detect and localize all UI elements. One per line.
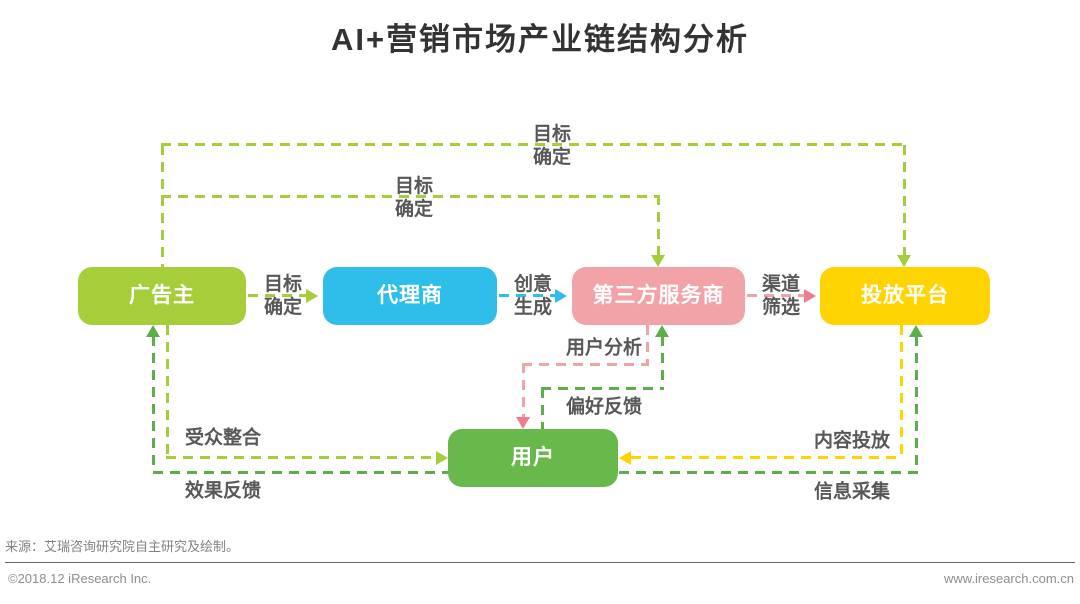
footer-divider bbox=[5, 562, 1075, 563]
line-goal-outer-horizontal bbox=[161, 143, 906, 146]
node-platform: 投放平台 bbox=[820, 267, 990, 325]
arrowhead-info-into-platform bbox=[909, 325, 923, 337]
edge-label-creative: 创意 生成 bbox=[514, 273, 552, 319]
edge-label-info-collection: 信息采集 bbox=[813, 481, 891, 503]
edge-label-content-delivery: 内容投放 bbox=[813, 430, 891, 452]
edge-label-effect-feedback: 效果反馈 bbox=[184, 480, 262, 502]
edge-label-goal-inner: 目标 确定 bbox=[395, 175, 433, 221]
node-user: 用户 bbox=[448, 429, 618, 487]
edge-label-goal-outer-line2: 确定 bbox=[532, 147, 572, 168]
line-content-horizontal bbox=[631, 456, 902, 459]
arrowhead-audience-into-user bbox=[436, 451, 448, 465]
edge-label-goal-direct-line2: 确定 bbox=[263, 297, 303, 318]
edge-label-channel-line2: 筛选 bbox=[761, 297, 801, 318]
edge-label-goal-direct-line1: 目标 bbox=[263, 274, 303, 295]
edge-label-goal-inner-line1: 目标 bbox=[394, 176, 434, 197]
line-advertiser-to-agency bbox=[248, 294, 308, 297]
arrowhead-user-analysis-into-user bbox=[516, 417, 530, 429]
arrowhead-into-platform bbox=[804, 289, 816, 303]
node-advertiser: 广告主 bbox=[78, 267, 246, 325]
arrowhead-into-agency bbox=[306, 289, 318, 303]
edge-label-channel-line1: 渠道 bbox=[761, 274, 801, 295]
page-title: AI+营销市场产业链结构分析 bbox=[330, 22, 750, 57]
line-goal-inner-horizontal bbox=[161, 195, 659, 198]
edge-label-goal-inner-line2: 确定 bbox=[394, 199, 434, 220]
line-preference-up-from-user bbox=[541, 388, 544, 429]
website-url: www.iresearch.com.cn bbox=[943, 571, 1074, 586]
line-agency-to-third-party bbox=[499, 294, 557, 297]
edge-label-goal-direct: 目标 确定 bbox=[264, 273, 302, 319]
line-info-up bbox=[915, 336, 918, 472]
line-effect-up bbox=[152, 336, 155, 472]
line-audience-down bbox=[166, 325, 169, 458]
node-agency: 代理商 bbox=[323, 267, 497, 325]
line-user-analysis-into-user bbox=[522, 363, 525, 417]
source-note: 来源：艾瑞咨询研究院自主研究及绘制。 bbox=[5, 539, 240, 554]
edge-label-user-analysis: 用户分析 bbox=[565, 337, 643, 359]
line-goal-inner-right-vertical bbox=[657, 195, 660, 255]
line-goal-outer-right-vertical bbox=[903, 145, 906, 255]
line-third-party-to-platform bbox=[747, 294, 806, 297]
line-info-horizontal bbox=[619, 471, 918, 474]
line-preference-horizontal bbox=[541, 387, 664, 390]
line-goal-loops-left-vertical bbox=[161, 145, 164, 267]
arrowhead-into-third-party bbox=[555, 289, 567, 303]
edge-label-goal-outer: 目标 确定 bbox=[533, 123, 571, 169]
edge-label-creative-line1: 创意 bbox=[513, 274, 553, 295]
edge-label-audience-integration: 受众整合 bbox=[184, 427, 262, 449]
edge-label-goal-outer-line1: 目标 bbox=[532, 124, 572, 145]
arrowhead-effect-into-advertiser bbox=[146, 325, 160, 337]
line-user-analysis-down bbox=[646, 325, 649, 365]
line-effect-horizontal bbox=[153, 471, 448, 474]
arrowhead-content-into-user bbox=[619, 451, 631, 465]
arrowhead-preference-into-third-party bbox=[655, 325, 669, 337]
edge-label-preference-feedback: 偏好反馈 bbox=[565, 396, 643, 418]
line-user-analysis-horizontal bbox=[522, 363, 649, 366]
copyright-text: ©2018.12 iResearch Inc. bbox=[8, 571, 152, 586]
node-third-party: 第三方服务商 bbox=[572, 267, 745, 325]
edge-label-channel: 渠道 筛选 bbox=[762, 273, 800, 319]
arrowhead-goal-outer-into-platform bbox=[897, 255, 911, 267]
line-preference-into-third-party bbox=[661, 336, 664, 388]
edge-label-creative-line2: 生成 bbox=[513, 297, 553, 318]
line-audience-horizontal bbox=[166, 456, 436, 459]
arrowhead-goal-inner-into-third-party bbox=[651, 255, 665, 267]
line-content-down bbox=[900, 325, 903, 458]
